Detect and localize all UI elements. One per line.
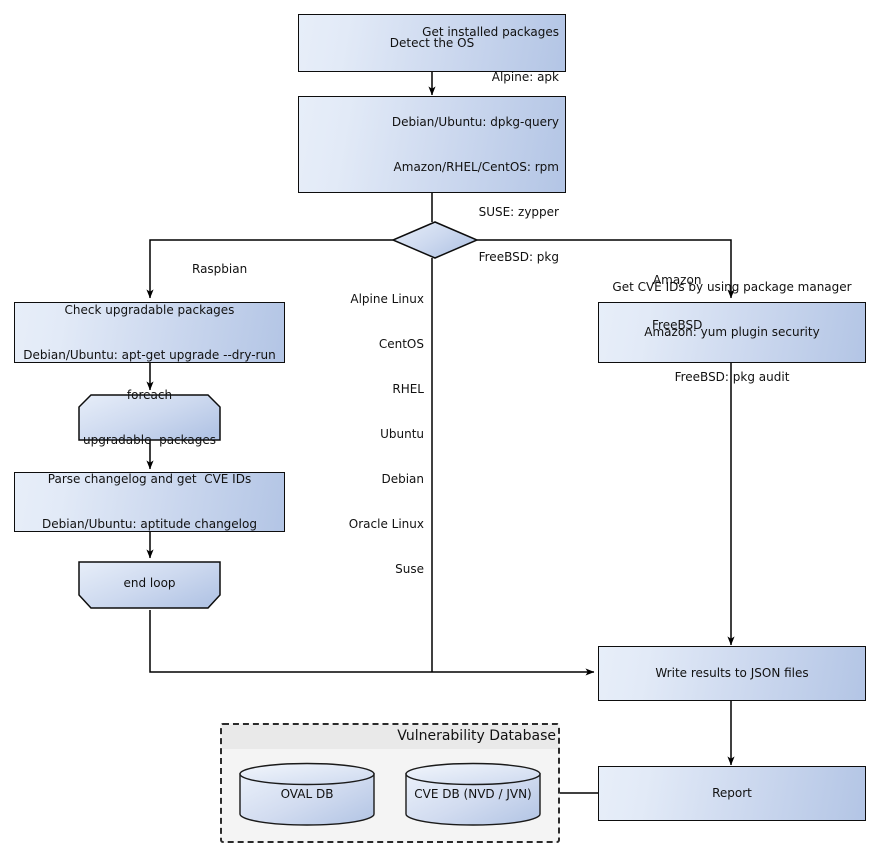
text-line: FreeBSD: pkg audit xyxy=(674,370,790,384)
cylinder-top xyxy=(405,762,541,786)
text-line: Ubuntu xyxy=(380,427,424,441)
db-oval-db[interactable] xyxy=(238,762,376,826)
node-report[interactable]: Report xyxy=(598,766,866,821)
node-detect-the-os[interactable]: Detect the OS xyxy=(298,14,566,72)
edge-label-os-list: Alpine Linux CentOS RHEL Ubuntu Debian O… xyxy=(260,262,424,607)
node-report-label: Report xyxy=(712,786,752,800)
edge-decision-to-get-cve xyxy=(477,239,735,299)
node-get-installed-packages[interactable]: Get installed packages Alpine: apk Debia… xyxy=(298,25,566,264)
text-line: Alpine Linux xyxy=(350,292,424,306)
cylinder-top xyxy=(239,762,375,786)
text-line: Debian xyxy=(381,472,424,486)
edge-label-raspbian: Raspbian xyxy=(192,262,248,276)
text-line: Amazon: yum plugin security xyxy=(644,325,820,339)
node-write-results-label: Write results to JSON files xyxy=(655,666,809,680)
text-line: Suse xyxy=(395,562,424,576)
text-line: CentOS xyxy=(378,337,424,351)
node-write-results[interactable]: Write results to JSON files xyxy=(598,646,866,701)
node-end-loop-label: end loop xyxy=(123,575,176,590)
text-line: Amazon xyxy=(652,273,702,287)
node-foreach-loop-label: foreach upgradable packages xyxy=(77,358,222,478)
node-os-decision[interactable] xyxy=(391,220,479,260)
node-foreach-loop-shape[interactable] xyxy=(78,394,221,441)
node-get-cve-ids[interactable]: Get CVE IDs by using package manager Ama… xyxy=(598,280,866,384)
node-detect-the-os-label: Detect the OS xyxy=(389,35,475,50)
text-line: foreach xyxy=(126,387,173,402)
text-line: upgradable packages xyxy=(83,432,216,447)
node-check-upgradable-packages-label: Check upgradable packages Debian/Ubuntu:… xyxy=(17,273,281,393)
node-foreach-loop[interactable]: foreach upgradable packages xyxy=(78,388,221,447)
text-line: Debian/Ubuntu: dpkg-query xyxy=(391,114,559,129)
db-oval-db-label: OVAL DB xyxy=(280,787,334,801)
text-line: Get CVE IDs by using package manager xyxy=(612,280,852,294)
decision-diamond-shape xyxy=(391,221,479,259)
text-line: Get installed packages xyxy=(422,24,559,39)
db-cve-db-label: CVE DB (NVD / JVN) xyxy=(414,787,532,801)
edge-endloop-to-write xyxy=(149,610,595,676)
text-line: FreeBSD xyxy=(652,318,703,332)
node-parse-changelog[interactable]: Parse changelog and get CVE IDs Debian/U… xyxy=(14,472,285,532)
group-vulnerability-database-title: Vulnerability Database xyxy=(222,725,558,749)
cylinder-body xyxy=(405,773,541,826)
edge-label-amazon-freebsd: Amazon FreeBSD xyxy=(652,243,702,363)
node-parse-changelog-label: Parse changelog and get CVE IDs Debian/U… xyxy=(36,442,263,562)
node-get-cve-ids-label: Get CVE IDs by using package manager Ama… xyxy=(606,250,857,415)
text-line: Parse changelog and get CVE IDs xyxy=(47,472,252,486)
cylinder-body xyxy=(239,773,375,826)
node-get-installed-packages-label: Get installed packages Alpine: apk Debia… xyxy=(386,0,565,295)
text-line: Alpine: apk xyxy=(491,69,559,84)
text-line: RHEL xyxy=(392,382,424,396)
loop-end-shape xyxy=(78,561,221,609)
loop-start-shape xyxy=(78,394,221,441)
text-line: FreeBSD: pkg xyxy=(478,249,559,264)
node-end-loop[interactable]: end loop xyxy=(78,561,221,605)
text-line: Oracle Linux xyxy=(348,517,424,531)
text-line: Amazon/RHEL/CentOS: rpm xyxy=(393,159,559,174)
text-line: SUSE: zypper xyxy=(478,204,559,219)
edge-decision-to-check-upgradable xyxy=(146,239,393,299)
text-line: Debian/Ubuntu: aptitude changelog xyxy=(42,517,257,531)
node-end-loop-shape[interactable] xyxy=(78,561,221,609)
node-check-upgradable-packages[interactable]: Check upgradable packages Debian/Ubuntu:… xyxy=(14,302,285,363)
text-line: Check upgradable packages xyxy=(64,302,235,317)
text-line: Debian/Ubuntu: apt-get upgrade --dry-run xyxy=(23,347,276,362)
db-cve-db[interactable] xyxy=(404,762,542,826)
